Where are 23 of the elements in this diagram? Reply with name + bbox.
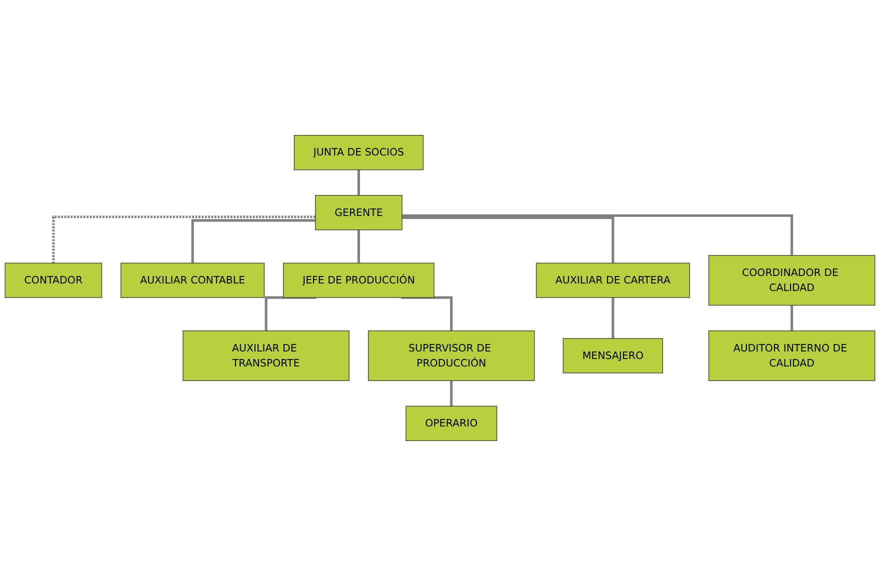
- node-box: AUXILIAR DE CARTERA: [536, 262, 690, 298]
- node-box: OPERARIO: [406, 406, 498, 442]
- node-box: AUDITOR INTERNO DE CALIDAD: [708, 330, 876, 381]
- node-box: COORDINADOR DE CALIDAD: [708, 255, 876, 306]
- node-box: JUNTA DE SOCIOS: [294, 134, 424, 170]
- node-box: JEFE DE PRODUCCIÓN: [283, 262, 434, 298]
- node-box: CONTADOR: [4, 262, 102, 298]
- node-box: MENSAJERO: [562, 338, 664, 374]
- connector: [191, 219, 316, 264]
- node-box: AUXILIAR CONTABLE: [120, 262, 265, 298]
- node-box: SUPERVISOR DE PRODUCCIÓN: [368, 330, 535, 381]
- connector: [357, 228, 360, 264]
- connector: [401, 296, 453, 331]
- connector: [402, 214, 794, 256]
- connector: [612, 296, 614, 338]
- connector: [450, 379, 453, 406]
- connector: [402, 216, 614, 264]
- connector: [264, 296, 316, 331]
- node-box: AUXILIAR DE TRANSPORTE: [182, 330, 350, 381]
- connector: [52, 216, 316, 264]
- node-box: GERENTE: [315, 195, 402, 230]
- connector: [790, 304, 794, 331]
- connector: [357, 168, 360, 196]
